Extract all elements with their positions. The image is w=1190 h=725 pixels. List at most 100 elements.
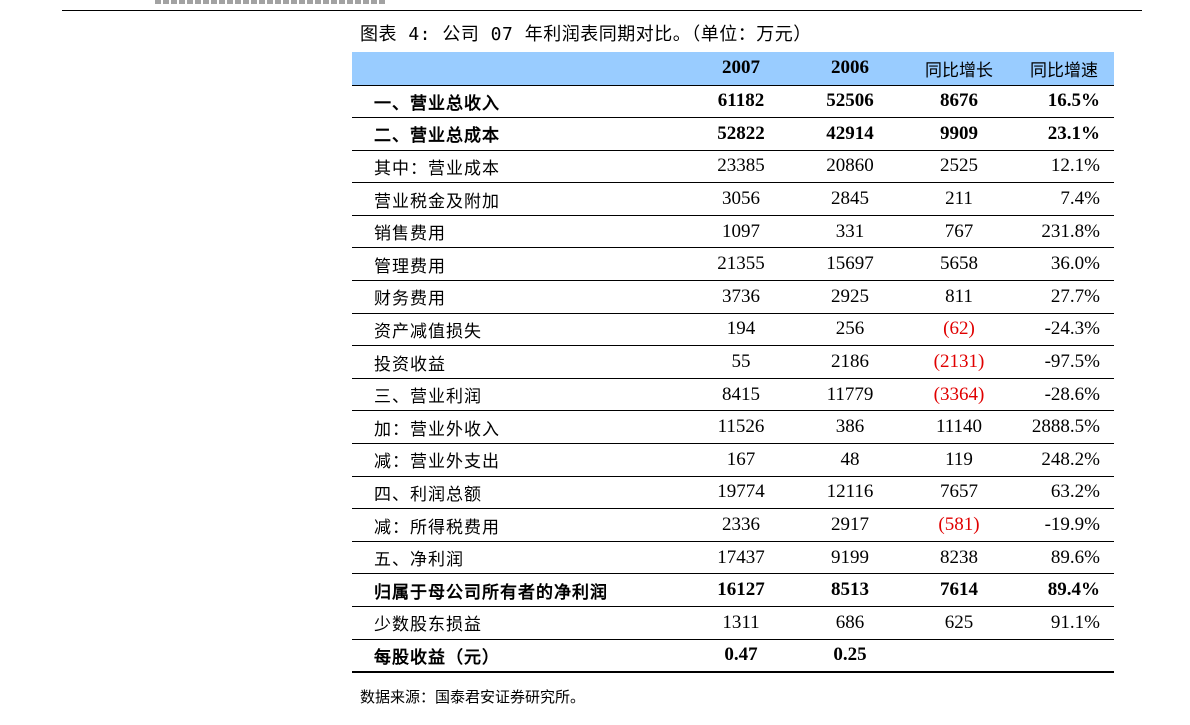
value-yoy-rate: -19.9% <box>1014 508 1114 542</box>
value-yoy-rate: 2888.5% <box>1014 410 1114 445</box>
header-yoy-rate: 同比增速 <box>1014 52 1114 86</box>
row-label: 三、营业利润 <box>352 378 686 412</box>
value-2007: 17437 <box>686 541 796 575</box>
value-yoy-growth: (3364) <box>904 378 1014 412</box>
row-label: 管理费用 <box>352 247 686 282</box>
value-yoy-rate <box>1014 639 1114 673</box>
value-yoy-growth: 5658 <box>904 247 1014 282</box>
value-2006: 0.25 <box>796 639 904 673</box>
value-yoy-growth: 7614 <box>904 573 1014 607</box>
table-header-row: 2007 2006 同比增长 同比增速 <box>352 52 1114 86</box>
row-label: 归属于母公司所有者的净利润 <box>352 573 686 607</box>
value-2007: 2336 <box>686 508 796 542</box>
value-yoy-growth: 8676 <box>904 85 1014 119</box>
value-2006: 11779 <box>796 378 904 412</box>
value-yoy-growth: 2525 <box>904 150 1014 184</box>
header-2006: 2006 <box>796 52 904 86</box>
value-2006: 9199 <box>796 541 904 575</box>
row-label: 销售费用 <box>352 215 686 249</box>
table-caption: 图表 4: 公司 07 年利润表同期对比。（单位：万元） <box>360 24 812 45</box>
value-2007: 61182 <box>686 85 796 119</box>
value-2007: 52822 <box>686 117 796 151</box>
value-2007: 0.47 <box>686 639 796 673</box>
value-2007: 8415 <box>686 378 796 412</box>
value-yoy-growth: (581) <box>904 508 1014 542</box>
value-2007: 194 <box>686 313 796 347</box>
value-2006: 686 <box>796 606 904 640</box>
row-label: 减：所得税费用 <box>352 508 686 542</box>
value-2006: 42914 <box>796 117 904 151</box>
row-label: 加：营业外收入 <box>352 410 686 445</box>
header-2007: 2007 <box>686 52 796 86</box>
page-header-rule <box>62 10 1142 11</box>
value-2006: 20860 <box>796 150 904 184</box>
value-yoy-rate: 231.8% <box>1014 215 1114 249</box>
value-2007: 3056 <box>686 182 796 216</box>
value-2007: 19774 <box>686 476 796 510</box>
value-yoy-rate: 27.7% <box>1014 280 1114 314</box>
value-yoy-rate: 89.4% <box>1014 573 1114 607</box>
value-2006: 52506 <box>796 85 904 119</box>
value-2007: 55 <box>686 345 796 379</box>
row-label: 资产减值损失 <box>352 313 686 347</box>
value-yoy-rate: -24.3% <box>1014 313 1114 347</box>
data-source-note: 数据来源：国泰君安证券研究所。 <box>360 688 586 706</box>
value-2007: 11526 <box>686 410 796 445</box>
value-2006: 2917 <box>796 508 904 542</box>
row-label: 五、净利润 <box>352 541 686 575</box>
value-yoy-growth: 811 <box>904 280 1014 314</box>
row-label: 一、营业总收入 <box>352 85 686 119</box>
value-2006: 12116 <box>796 476 904 510</box>
value-yoy-growth: 7657 <box>904 476 1014 510</box>
value-2007: 21355 <box>686 247 796 282</box>
value-2007: 167 <box>686 443 796 477</box>
value-2006: 2186 <box>796 345 904 379</box>
row-label: 投资收益 <box>352 345 686 379</box>
row-label: 二、营业总成本 <box>352 117 686 151</box>
value-2007: 3736 <box>686 280 796 314</box>
row-label: 四、利润总额 <box>352 476 686 510</box>
row-label: 其中：营业成本 <box>352 150 686 184</box>
value-2006: 48 <box>796 443 904 477</box>
value-yoy-rate: 36.0% <box>1014 247 1114 282</box>
value-2007: 23385 <box>686 150 796 184</box>
row-label: 财务费用 <box>352 280 686 314</box>
value-2007: 1097 <box>686 215 796 249</box>
value-2006: 386 <box>796 410 904 445</box>
row-label: 营业税金及附加 <box>352 182 686 216</box>
value-2006: 256 <box>796 313 904 347</box>
value-yoy-rate: -97.5% <box>1014 345 1114 379</box>
value-yoy-rate: 91.1% <box>1014 606 1114 640</box>
value-yoy-growth: (62) <box>904 313 1014 347</box>
value-yoy-growth: 211 <box>904 182 1014 216</box>
value-yoy-growth: (2131) <box>904 345 1014 379</box>
value-yoy-growth: 9909 <box>904 117 1014 151</box>
header-yoy-growth: 同比增长 <box>904 52 1014 86</box>
value-yoy-rate: -28.6% <box>1014 378 1114 412</box>
value-yoy-growth <box>904 639 1014 673</box>
value-2007: 1311 <box>686 606 796 640</box>
value-2006: 2845 <box>796 182 904 216</box>
value-2006: 2925 <box>796 280 904 314</box>
value-2006: 8513 <box>796 573 904 607</box>
value-yoy-rate: 12.1% <box>1014 150 1114 184</box>
value-yoy-rate: 89.6% <box>1014 541 1114 575</box>
value-yoy-rate: 63.2% <box>1014 476 1114 510</box>
